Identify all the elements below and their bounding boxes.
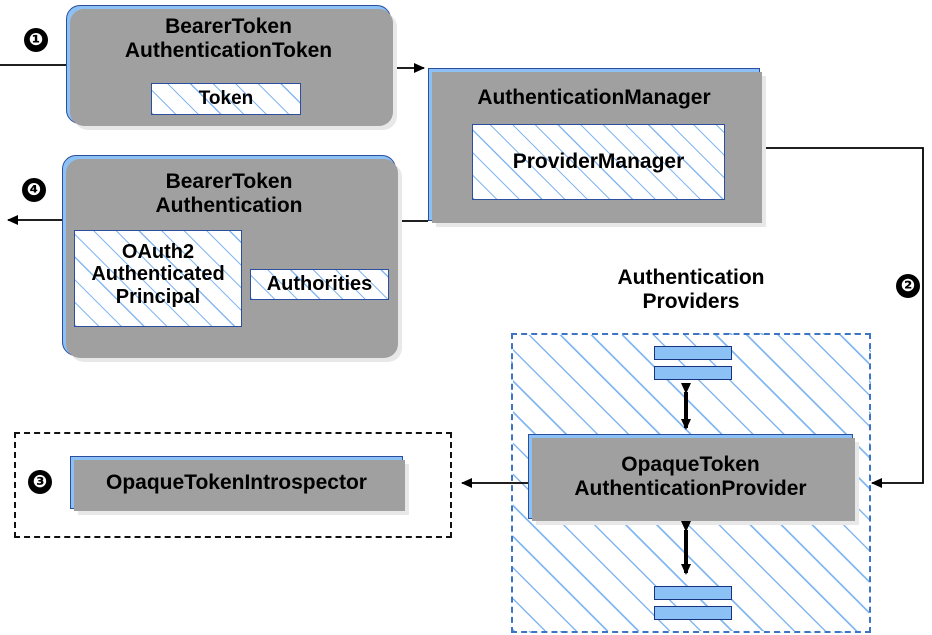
node-bearer-token-authentication[interactable]: BearerToken Authentication OAuth2 Authen… [62, 155, 402, 362]
badge-2: ❷ [896, 274, 920, 298]
node-bearer-token-authentication-token[interactable]: BearerToken AuthenticationToken Token [66, 5, 397, 130]
authentication-providers-label-line1: Authentication [617, 266, 765, 289]
node-authentication-manager[interactable]: AuthenticationManager ProviderManager [428, 68, 766, 227]
opaque-token-authentication-provider-line2: AuthenticationProvider [574, 476, 807, 500]
badge-1: ❶ [24, 28, 48, 52]
bearer-token-authentication-token-line2: AuthenticationToken [124, 38, 333, 62]
bearer-token-authentication-line2: Authentication [155, 193, 303, 217]
inner-box-token-label: Token [198, 88, 254, 110]
inner-box-provider-manager[interactable]: ProviderManager [472, 124, 725, 200]
inner-box-authorities-label: Authorities [266, 273, 373, 296]
oauth2-authenticated-principal-line3: Principal [115, 285, 201, 308]
provider-stack-bar-bottom-1 [654, 586, 732, 600]
oauth2-authenticated-principal-line2: Authenticated [91, 263, 225, 286]
authentication-manager-title: AuthenticationManager [477, 86, 711, 109]
node-opaque-token-introspector[interactable]: OpaqueTokenIntrospector [70, 456, 409, 515]
node-opaque-token-authentication-provider[interactable]: OpaqueToken AuthenticationProvider [528, 434, 859, 525]
badge-4: ❹ [22, 178, 46, 202]
inner-box-token[interactable]: Token [151, 83, 301, 115]
opaque-token-authentication-provider-line1: OpaqueToken [621, 452, 760, 476]
oauth2-authenticated-principal-line1: OAuth2 [121, 241, 195, 263]
badge-3: ❸ [28, 470, 52, 494]
provider-stack-bar-top-1 [654, 346, 732, 360]
inner-box-authorities[interactable]: Authorities [250, 269, 389, 300]
inner-box-provider-manager-label: ProviderManager [512, 150, 685, 174]
provider-stack-bar-top-2 [654, 366, 732, 380]
authentication-providers-label: Authentication Providers [571, 266, 811, 314]
opaque-token-introspector-label: OpaqueTokenIntrospector [106, 470, 367, 494]
provider-stack-bar-bottom-2 [654, 606, 732, 620]
bearer-token-authentication-line1: BearerToken [165, 170, 293, 193]
bearer-token-authentication-token-line1: BearerToken [165, 15, 292, 38]
inner-box-oauth2-authenticated-principal[interactable]: OAuth2 Authenticated Principal [74, 230, 242, 327]
authentication-providers-label-line2: Providers [642, 290, 740, 314]
